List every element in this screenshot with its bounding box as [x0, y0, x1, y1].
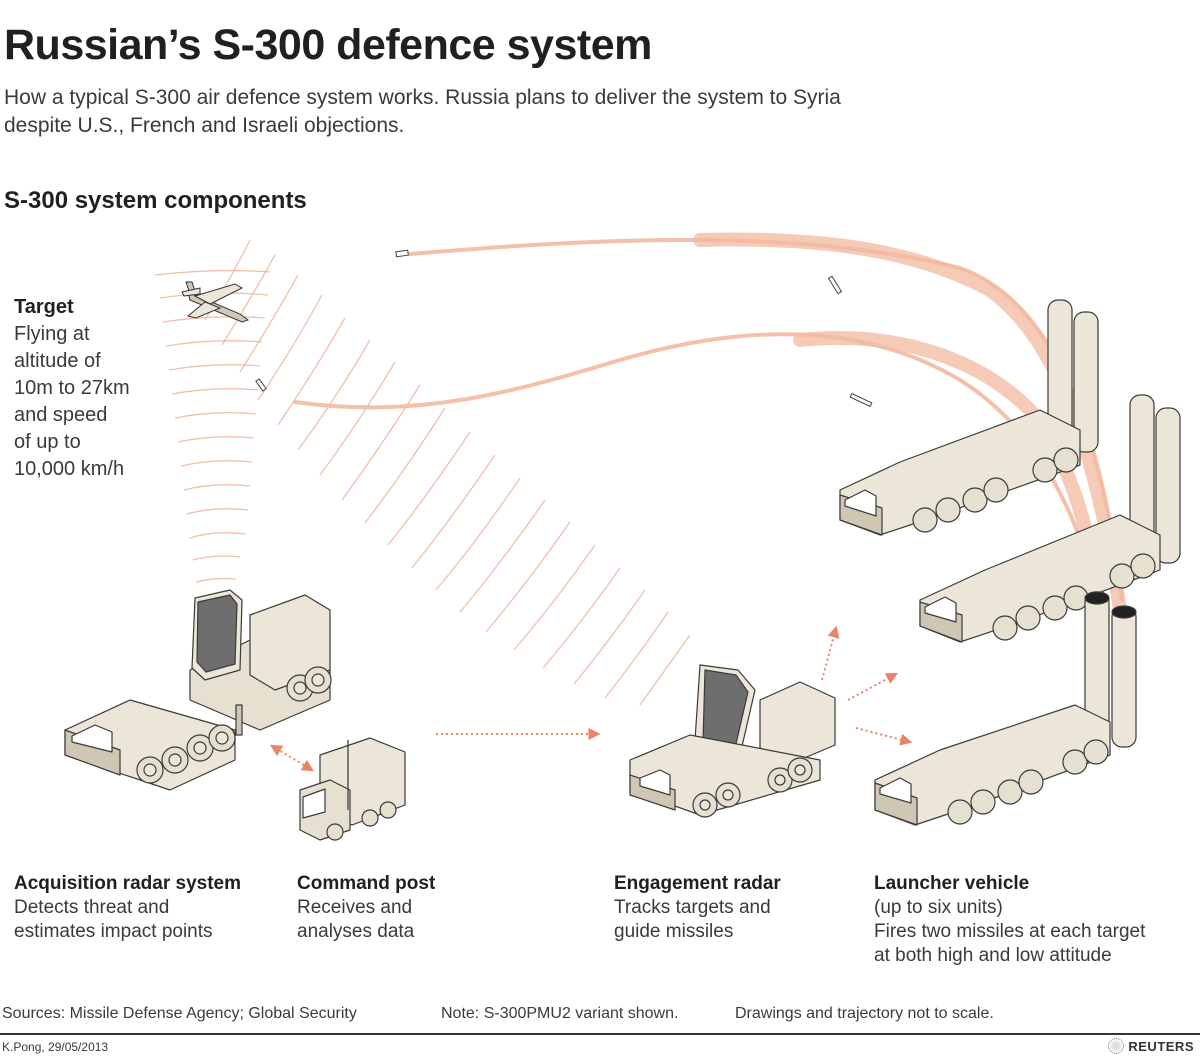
missile-trajectories	[293, 232, 1127, 617]
target-heading: Target	[14, 296, 74, 318]
trajectory-high-thick	[693, 232, 1127, 617]
component-line: (up to six units)	[874, 897, 1003, 918]
launcher-vehicle-bottom	[874, 591, 1137, 826]
command-post-label: Command post Receives and analyses data	[297, 872, 435, 944]
page-subtitle: How a typical S-300 air defence system w…	[4, 86, 841, 137]
command-post-vehicle	[299, 737, 406, 841]
component-heading: Engagement radar	[614, 873, 781, 894]
data-flow-arrows	[269, 625, 913, 772]
component-heading: Command post	[297, 873, 436, 894]
arrow-engagement-launcher-bottom	[855, 727, 913, 746]
target-line: 10m to 27km	[14, 377, 130, 399]
acquisition-radar-waves	[154, 269, 271, 583]
credit-line: K.Pong, 29/05/2013	[2, 1040, 109, 1054]
missiles-in-flight	[255, 249, 873, 408]
target-line: and speed	[14, 404, 108, 426]
component-line: guide missiles	[614, 921, 734, 942]
reuters-logo: REUTERS	[1108, 1038, 1194, 1054]
reuters-globe-icon	[1108, 1038, 1125, 1054]
component-heading: Acquisition radar system	[14, 873, 242, 894]
target-line: of up to	[14, 431, 81, 453]
page-title: Russian’s S-300 defence system	[4, 21, 652, 69]
component-line: Receives and	[297, 897, 413, 918]
acquisition-radar-vehicle	[64, 589, 332, 791]
arrow-engagement-launcher-top	[821, 625, 840, 681]
engagement-radar-waves	[204, 239, 691, 706]
sources-note: Sources: Missile Defense Agency; Global …	[2, 1005, 357, 1022]
variant-note: Note: S-300PMU2 variant shown.	[441, 1005, 679, 1022]
component-line: analyses data	[297, 921, 415, 942]
component-line: at both high and low attitude	[874, 945, 1112, 966]
component-line: Detects threat and	[14, 897, 170, 918]
section-heading: S-300 system components	[4, 187, 307, 214]
arrow-engagement-launcher-mid	[847, 672, 899, 701]
target-line: altitude of	[14, 350, 101, 372]
arrow-acq-command	[269, 744, 315, 772]
missile-icon	[255, 378, 267, 392]
component-line: Tracks targets and	[614, 897, 771, 918]
engagement-radar-vehicle	[629, 664, 836, 818]
aircraft-icon	[181, 281, 250, 323]
missile-icon	[395, 249, 409, 258]
target-line: 10,000 km/h	[14, 458, 125, 480]
footer-divider	[0, 1033, 1200, 1035]
missile-icon	[849, 392, 873, 408]
missile-icon	[827, 275, 843, 295]
component-heading: Launcher vehicle	[874, 873, 1030, 894]
launcher-vehicle-middle	[919, 394, 1181, 643]
target-line: Flying at	[14, 323, 90, 345]
engagement-radar-label: Engagement radar Tracks targets and guid…	[614, 872, 781, 944]
launcher-vehicle-label: Launcher vehicle (up to six units) Fires…	[874, 872, 1145, 968]
acquisition-radar-label: Acquisition radar system Detects threat …	[14, 872, 241, 944]
brand-name: REUTERS	[1128, 1038, 1194, 1054]
scale-note: Drawings and trajectory not to scale.	[735, 1005, 994, 1022]
launcher-vehicle-top	[839, 299, 1099, 536]
target-label: Target Flying at altitude of 10m to 27km…	[14, 294, 130, 483]
component-line: Fires two missiles at each target	[874, 921, 1146, 942]
component-line: estimates impact points	[14, 921, 213, 942]
